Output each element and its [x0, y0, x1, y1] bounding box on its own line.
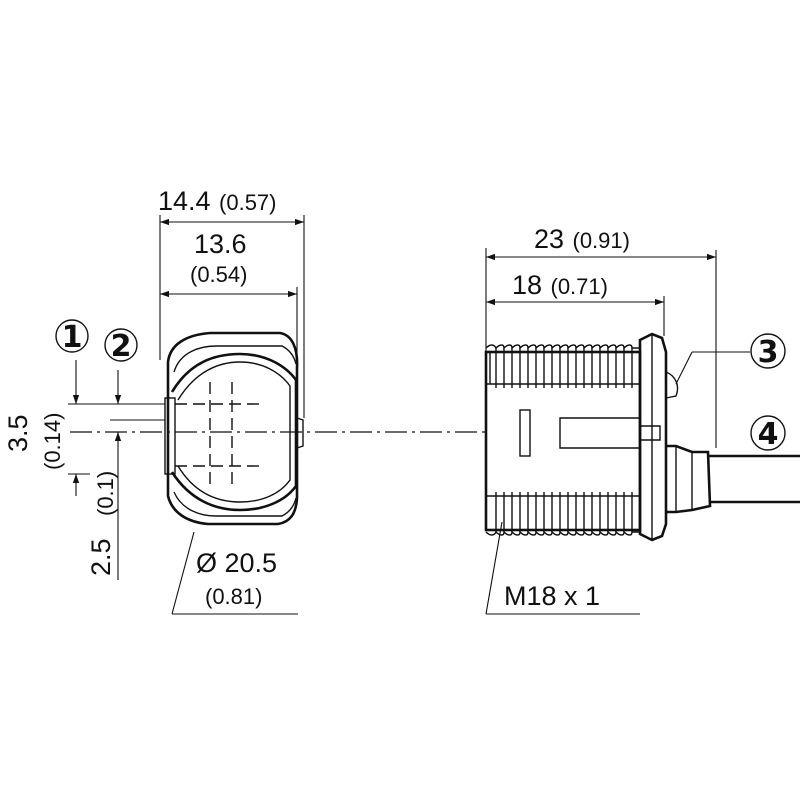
callout-2: 2	[104, 328, 138, 364]
thread-label: M18 x 1	[504, 581, 600, 611]
dim-3-5-inch: (0.14)	[40, 413, 65, 470]
svg-text:3: 3	[758, 335, 779, 370]
side-nut	[638, 332, 668, 542]
front-view	[164, 331, 304, 526]
svg-text:4: 4	[758, 417, 779, 452]
dim-2-5-value: 2.5	[86, 538, 116, 576]
dim-13-6-value: 13.6	[194, 229, 247, 259]
dim-23-label: 23 (0.91)	[534, 224, 630, 254]
side-cable-gland	[666, 444, 712, 514]
dim-2-5-inch: (0.1)	[93, 471, 118, 516]
side-led	[665, 371, 679, 399]
side-thread-bottom-crest	[485, 530, 640, 536]
dim-3-5-value: 3.5	[3, 414, 33, 452]
side-thread-top-crest	[485, 344, 640, 350]
side-window	[519, 409, 531, 457]
leader-thread	[485, 521, 503, 615]
svg-text:1: 1	[62, 320, 83, 355]
side-body	[484, 350, 642, 532]
leader-callout-3	[675, 351, 693, 385]
side-view	[484, 332, 800, 542]
front-lens-window	[164, 397, 176, 475]
leader-diameter	[171, 531, 195, 615]
side-thread-top	[485, 348, 640, 388]
callout-1: 1	[55, 319, 89, 355]
front-bottom-rim	[173, 491, 297, 517]
dim-diameter-inch: (0.81)	[205, 584, 262, 609]
side-thread-bottom	[486, 492, 640, 532]
callout-3: 3	[750, 333, 786, 370]
front-housing-outline	[166, 331, 299, 526]
dim-diameter-value: Ø 20.5	[196, 548, 277, 578]
side-internal-slot	[559, 417, 661, 449]
dim-18-label: 18 (0.71)	[512, 270, 608, 300]
dim-14-4-label: 14.4 (0.57)	[158, 186, 277, 216]
front-lens-inner	[177, 361, 291, 503]
front-lens-outline	[170, 352, 298, 512]
svg-text:2: 2	[111, 329, 132, 364]
front-side-nub	[296, 417, 304, 449]
callout-4: 4	[750, 415, 786, 452]
dim-13-6-inch: (0.54)	[190, 262, 247, 287]
front-top-rim	[173, 345, 297, 373]
side-cable	[708, 454, 800, 504]
